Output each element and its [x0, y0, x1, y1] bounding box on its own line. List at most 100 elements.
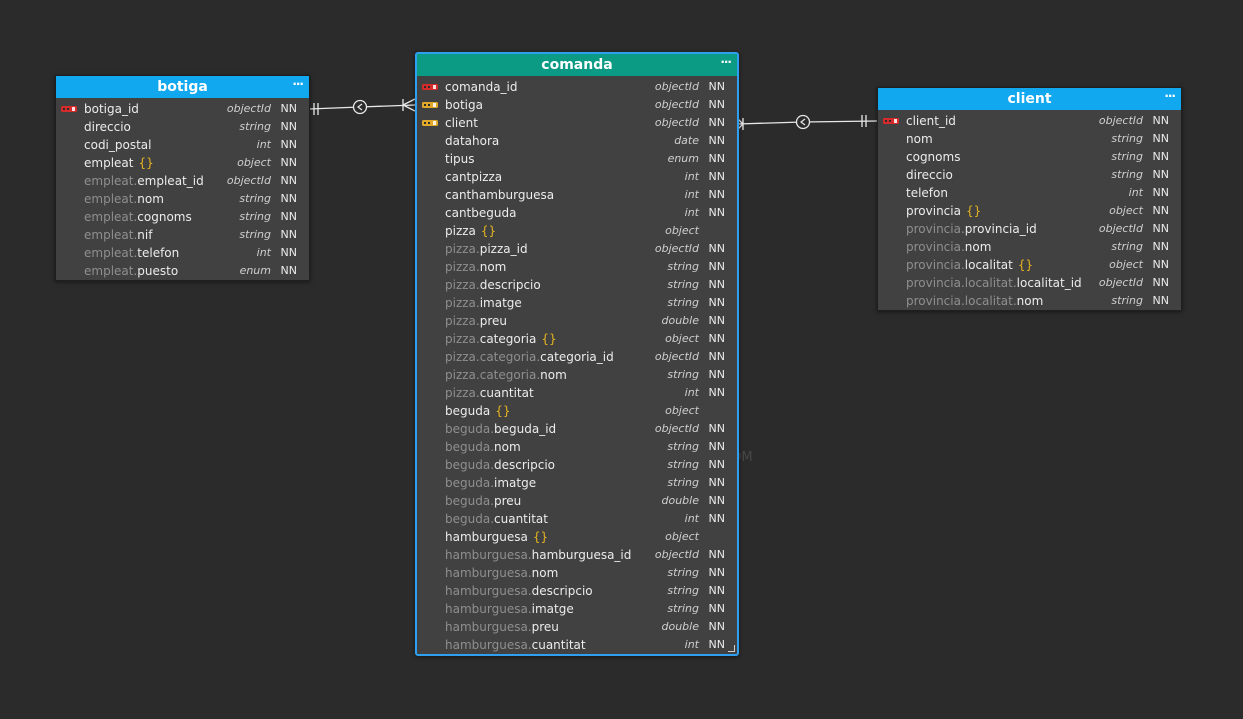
column-name: beguda{} [445, 402, 510, 420]
column-name: pizza.descripcio [445, 276, 541, 294]
resize-handle-icon[interactable] [728, 645, 735, 652]
table-header-comanda[interactable]: comanda ··· [417, 54, 737, 76]
column-type: objectId [226, 174, 271, 187]
column-field: localitat [964, 258, 1013, 272]
table-menu-icon[interactable]: ··· [720, 55, 732, 69]
column-parent-path: pizza. [445, 296, 480, 310]
not-null-flag: NN [708, 170, 725, 183]
not-null-flag: NN [708, 80, 725, 93]
column-type: enum [239, 264, 271, 277]
column-type: int [684, 206, 699, 219]
primary-key-icon [61, 106, 77, 112]
column-name: hamburguesa.imatge [445, 600, 574, 618]
column-name: hamburguesa.hamburguesa_id [445, 546, 631, 564]
column-parent-path: pizza. [445, 278, 480, 292]
column-parent-path: hamburguesa. [445, 566, 532, 580]
column-name: empleat.cognoms [84, 208, 192, 226]
column-field: cantpizza [445, 170, 503, 184]
column-field: empleat [84, 156, 134, 170]
foreign-key-icon [422, 120, 438, 126]
not-null-flag: NN [708, 152, 725, 165]
column-parent-path: pizza. [445, 314, 480, 328]
table-header-client[interactable]: client ··· [878, 88, 1181, 110]
relation-botiga-comanda[interactable] [308, 98, 416, 115]
not-null-flag: NN [708, 242, 725, 255]
column-field: beguda_id [494, 422, 557, 436]
column-name: provincia.localitat.localitat_id [906, 274, 1082, 292]
column-type: int [684, 512, 699, 525]
relation-client-comanda[interactable] [736, 114, 878, 131]
column-row[interactable]: pizza{}object [417, 222, 737, 240]
column-field: preu [479, 314, 507, 328]
column-name: pizza.categoria.nom [445, 366, 567, 384]
column-parent-path: pizza.categoria. [445, 368, 541, 382]
column-row[interactable]: hamburguesa{}object [417, 528, 737, 546]
column-name: direccio [906, 166, 953, 184]
column-type: string [239, 120, 271, 133]
column-field: provincia_id [964, 222, 1037, 236]
column-name: pizza.preu [445, 312, 507, 330]
column-name: cantpizza [445, 168, 502, 186]
column-row[interactable]: beguda{}object [417, 402, 737, 420]
table-menu-icon[interactable]: ··· [292, 77, 304, 91]
table-header-botiga[interactable]: botiga ··· [56, 76, 309, 98]
column-name: provincia.localitat{} [906, 256, 1033, 274]
not-null-flag: NN [280, 120, 297, 133]
table-menu-icon[interactable]: ··· [1164, 89, 1176, 103]
not-null-flag: NN [708, 458, 725, 471]
